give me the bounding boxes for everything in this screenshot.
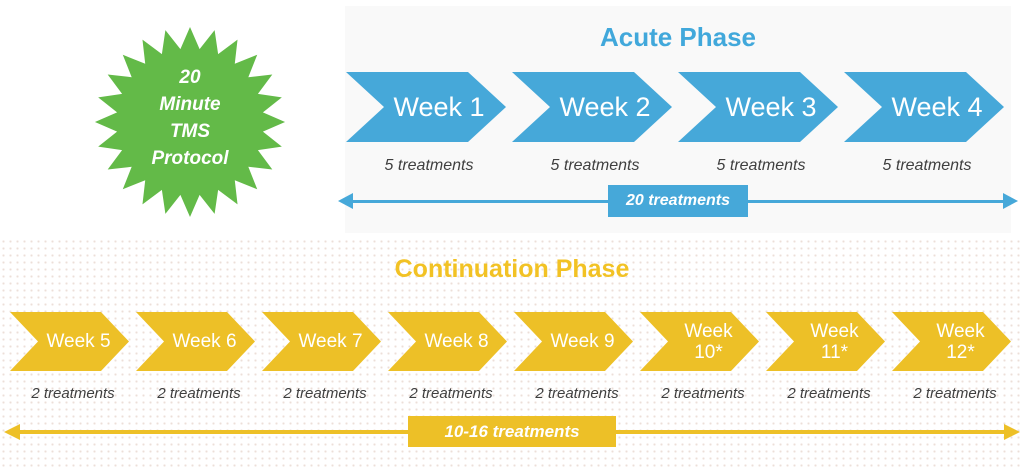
acute-phase-title: Acute Phase <box>599 22 757 52</box>
chevron-week-5-label: Week 5 <box>46 331 111 352</box>
chevron-week-9-label: Week 9 <box>550 331 615 352</box>
chevron-week-11-label: Week 11* <box>810 320 859 363</box>
chevron-week-8-label: Week 8 <box>424 331 489 352</box>
continuation-arrowhead-right-icon <box>1004 424 1020 440</box>
starburst-badge-icon <box>92 24 288 220</box>
chevron-week-1-label: Week 1 <box>393 91 485 122</box>
continuation-total-badge: 10-16 treatments <box>408 416 616 447</box>
week-11-treatments: 2 treatments <box>787 385 871 402</box>
week-6-treatments: 2 treatments <box>157 385 241 402</box>
chevron-week-2-label: Week 2 <box>559 91 651 122</box>
week-10-treatments: 2 treatments <box>661 385 745 402</box>
continuation-arrowhead-left-icon <box>4 424 20 440</box>
chevron-week-10-label: Week 10* <box>684 320 733 363</box>
starburst-shape <box>94 26 286 218</box>
chevron-week-12-label: Week 12* <box>936 320 985 363</box>
week-4-treatments: 5 treatments <box>882 157 972 174</box>
chevron-week-4-label: Week 4 <box>891 91 983 122</box>
week-3-treatments: 5 treatments <box>716 157 806 174</box>
chevron-week-8: Week 8 <box>388 312 507 371</box>
week-1-treatments: 5 treatments <box>384 157 474 174</box>
continuation-phase-title: Continuation Phase <box>394 255 630 283</box>
acute-arrowhead-right-icon <box>1003 193 1018 209</box>
chevron-week-2: Week 2 <box>512 72 672 142</box>
week-8-treatments: 2 treatments <box>409 385 493 402</box>
chevron-week-3-label: Week 3 <box>725 91 817 122</box>
week-2-treatments: 5 treatments <box>550 157 640 174</box>
chevron-week-7-label: Week 7 <box>298 331 363 352</box>
week-7-treatments: 2 treatments <box>283 385 367 402</box>
badge-label: 20 Minute TMS Protocol <box>151 67 229 169</box>
chevron-week-1: Week 1 <box>346 72 506 142</box>
chevron-week-6-label: Week 6 <box>172 331 237 352</box>
acute-total-badge: 20 treatments <box>608 185 748 217</box>
acute-arrowhead-left-icon <box>338 193 353 209</box>
week-5-treatments: 2 treatments <box>31 385 115 402</box>
week-9-treatments: 2 treatments <box>535 385 619 402</box>
week-12-treatments: 2 treatments <box>913 385 997 402</box>
